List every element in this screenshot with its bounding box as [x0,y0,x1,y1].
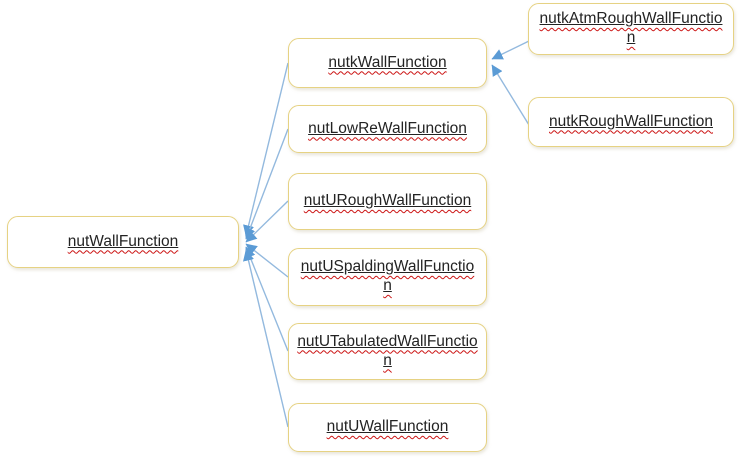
edge-nutkRoughWallFunction-to-nutkWallFunction [491,64,530,126]
edge-nutUWallFunction-to-root [243,249,289,428]
node-label-nutkWallFunction: nutkWallFunction [328,53,447,71]
node-label-nutUSpaldingWallFunction: nutUSpaldingWallFunction [300,258,475,294]
node-label-nutUWallFunction: nutUWallFunction [326,418,449,436]
edge-nutkAtmRoughWallFunction-to-nutkWallFunction [491,40,530,60]
edge-nutUSpaldingWallFunction-to-root [245,243,289,278]
node-nutURoughWallFunction[interactable]: nutURoughWallFunction [288,173,487,230]
node-nutkRoughWallFunction[interactable]: nutkRoughWallFunction [528,97,734,147]
node-nutUTabulatedWallFunction[interactable]: nutUTabulatedWallFunction [288,323,487,380]
node-label-nutURoughWallFunction: nutURoughWallFunction [303,192,472,210]
edge-nutUTabulatedWallFunction-to-root [244,246,289,352]
edge-nutURoughWallFunction-to-root [245,200,289,243]
node-nutUWallFunction[interactable]: nutUWallFunction [288,403,487,452]
node-label-nutUTabulatedWallFunction: nutUTabulatedWallFunction [297,332,478,369]
node-label-nutWallFunction: nutWallFunction [67,232,179,250]
edge-nutkWallFunction-to-root [243,62,289,237]
node-label-nutkAtmRoughWallFunction: nutkAtmRoughWallFunction [539,10,723,46]
node-nutWallFunction[interactable]: nutWallFunction [7,216,239,268]
node-label-nutkRoughWallFunction: nutkRoughWallFunction [549,112,713,130]
node-nutUSpaldingWallFunction[interactable]: nutUSpaldingWallFunction [288,248,487,306]
node-nutkAtmRoughWallFunction[interactable]: nutkAtmRoughWallFunction [528,3,734,55]
node-label-nutLowReWallFunction: nutLowReWallFunction [308,119,467,137]
node-nutLowReWallFunction[interactable]: nutLowReWallFunction [288,105,487,153]
edge-nutLowReWallFunction-to-root [244,128,289,240]
node-nutkWallFunction[interactable]: nutkWallFunction [288,38,487,88]
